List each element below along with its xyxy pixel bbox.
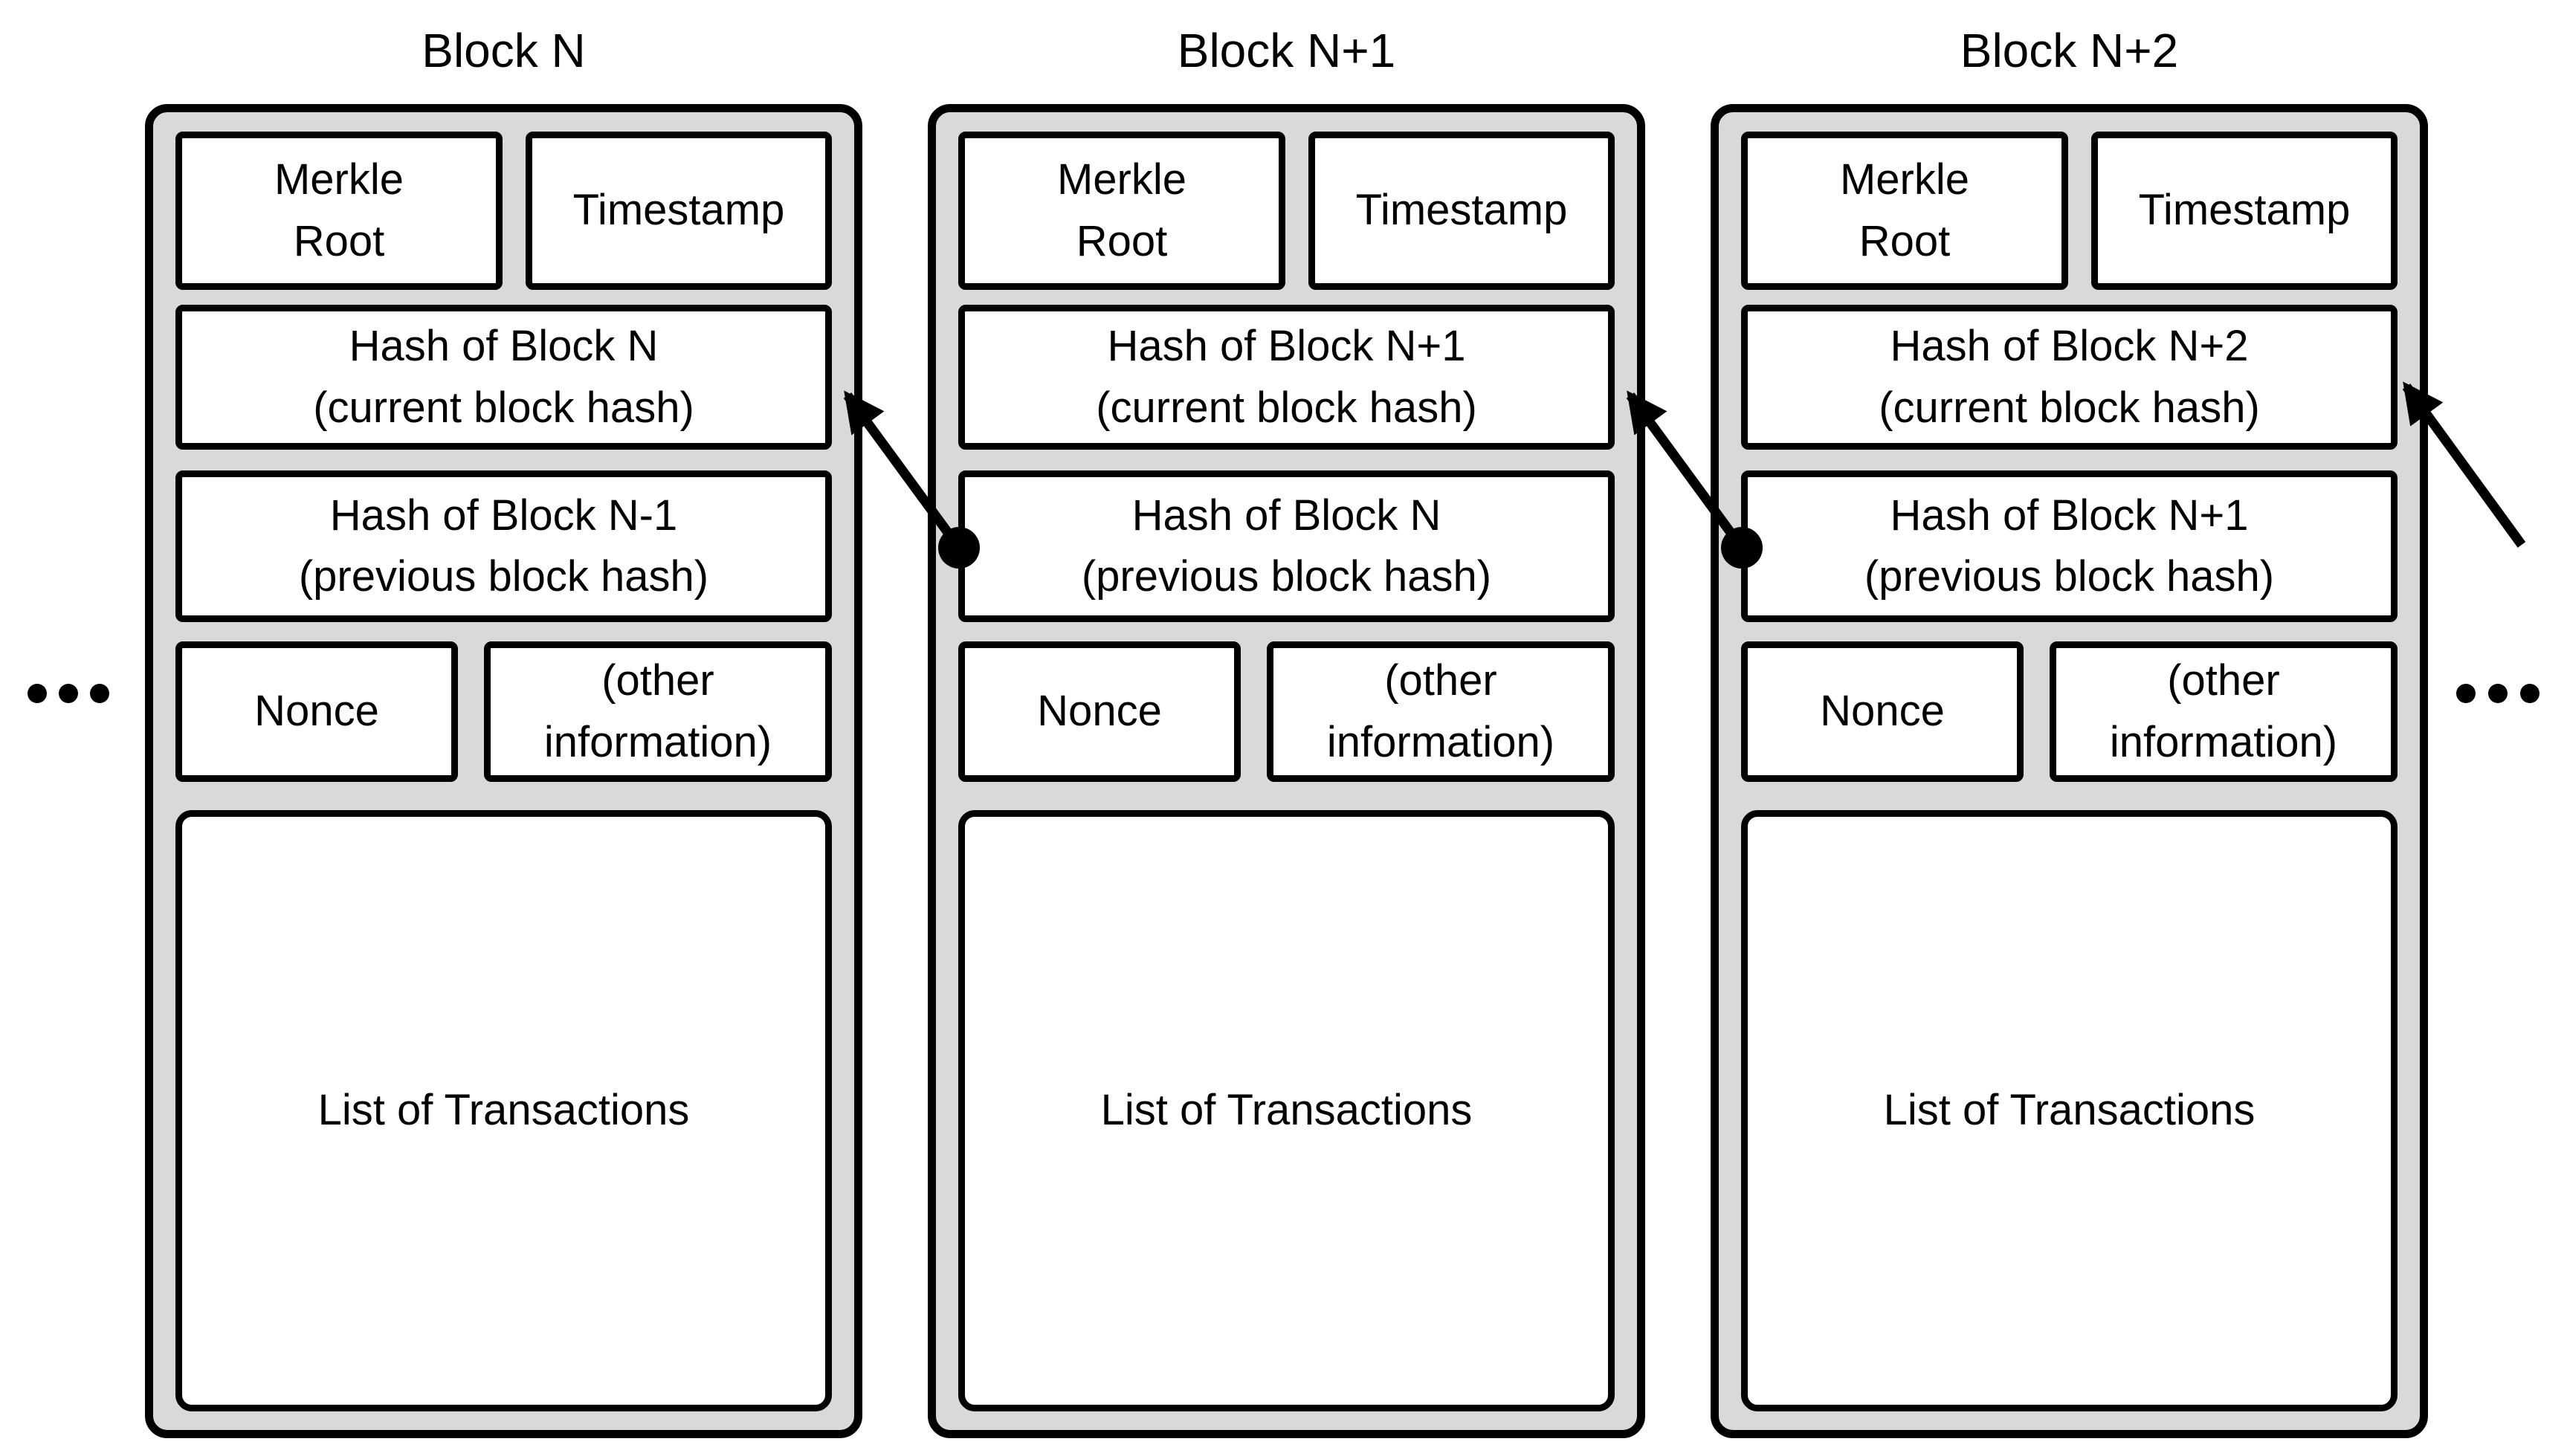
other-information-label: (other information) — [1326, 656, 1555, 766]
nonce-box: Nonce — [958, 641, 1241, 782]
header-row: Merkle Root Timestamp — [958, 132, 1615, 290]
previous-hash-line2: (previous block hash) — [1864, 552, 2275, 601]
transactions-label: List of Transactions — [1883, 1086, 2256, 1135]
transactions-label: List of Transactions — [1100, 1086, 1473, 1135]
current-hash-line2: (current block hash) — [1096, 383, 1477, 432]
current-hash-line2: (current block hash) — [313, 383, 694, 432]
transactions-box: List of Transactions — [175, 810, 832, 1411]
nonce-box: Nonce — [1741, 641, 2024, 782]
nonce-row: Nonce (other information) — [958, 641, 1615, 782]
nonce-label: Nonce — [254, 687, 379, 736]
previous-hash-box: Hash of Block N (previous block hash) — [958, 470, 1615, 622]
previous-hash-line2: (previous block hash) — [298, 552, 709, 601]
ellipsis-left-icon — [28, 684, 109, 703]
previous-hash-box: Hash of Block N+1 (previous block hash) — [1741, 470, 2398, 622]
previous-hash-line1: Hash of Block N — [1131, 491, 1441, 540]
timestamp-box: Timestamp — [526, 132, 832, 290]
block-n-container: Merkle Root Timestamp Hash of Block N (c… — [145, 104, 862, 1438]
other-information-label: (other information) — [543, 656, 772, 766]
current-hash-box: Hash of Block N+1 (current block hash) — [958, 305, 1615, 450]
merkle-root-box: Merkle Root — [175, 132, 503, 290]
previous-hash-line1: Hash of Block N+1 — [1890, 491, 2249, 540]
nonce-box: Nonce — [175, 641, 458, 782]
header-row: Merkle Root Timestamp — [1741, 132, 2398, 290]
merkle-root-label: Merkle Root — [1839, 155, 1970, 265]
merkle-root-label: Merkle Root — [1056, 155, 1187, 265]
current-hash-line1: Hash of Block N — [349, 322, 659, 371]
nonce-row: Nonce (other information) — [1741, 641, 2398, 782]
nonce-label: Nonce — [1820, 687, 1945, 736]
timestamp-box: Timestamp — [2091, 132, 2398, 290]
timestamp-label: Timestamp — [1355, 186, 1568, 235]
current-hash-line1: Hash of Block N+1 — [1107, 322, 1466, 371]
other-information-box: (other information) — [1267, 641, 1615, 782]
block-n1-container: Merkle Root Timestamp Hash of Block N+1 … — [928, 104, 1645, 1438]
block-n2-title: Block N+2 — [1960, 24, 2179, 77]
current-hash-line2: (current block hash) — [1879, 383, 2260, 432]
previous-hash-line1: Hash of Block N-1 — [329, 491, 678, 540]
header-row: Merkle Root Timestamp — [175, 132, 832, 290]
block-n-title: Block N — [422, 24, 586, 77]
previous-hash-box: Hash of Block N-1 (previous block hash) — [175, 470, 832, 622]
transactions-box: List of Transactions — [958, 810, 1615, 1411]
timestamp-box: Timestamp — [1308, 132, 1615, 290]
nonce-label: Nonce — [1037, 687, 1162, 736]
timestamp-label: Timestamp — [572, 186, 785, 235]
ellipsis-right-icon — [2456, 684, 2539, 703]
merkle-root-label: Merkle Root — [274, 155, 404, 265]
current-hash-line1: Hash of Block N+2 — [1890, 322, 2249, 371]
other-information-label: (other information) — [2109, 656, 2338, 766]
transactions-box: List of Transactions — [1741, 810, 2398, 1411]
nonce-row: Nonce (other information) — [175, 641, 832, 782]
other-information-box: (other information) — [484, 641, 832, 782]
timestamp-label: Timestamp — [2138, 186, 2351, 235]
other-information-box: (other information) — [2050, 641, 2398, 782]
transactions-label: List of Transactions — [317, 1086, 690, 1135]
block-n1-title: Block N+1 — [1177, 24, 1396, 77]
current-hash-box: Hash of Block N (current block hash) — [175, 305, 832, 450]
block-n2-container: Merkle Root Timestamp Hash of Block N+2 … — [1711, 104, 2428, 1438]
merkle-root-box: Merkle Root — [958, 132, 1285, 290]
current-hash-box: Hash of Block N+2 (current block hash) — [1741, 305, 2398, 450]
merkle-root-box: Merkle Root — [1741, 132, 2068, 290]
previous-hash-line2: (previous block hash) — [1081, 552, 1492, 601]
